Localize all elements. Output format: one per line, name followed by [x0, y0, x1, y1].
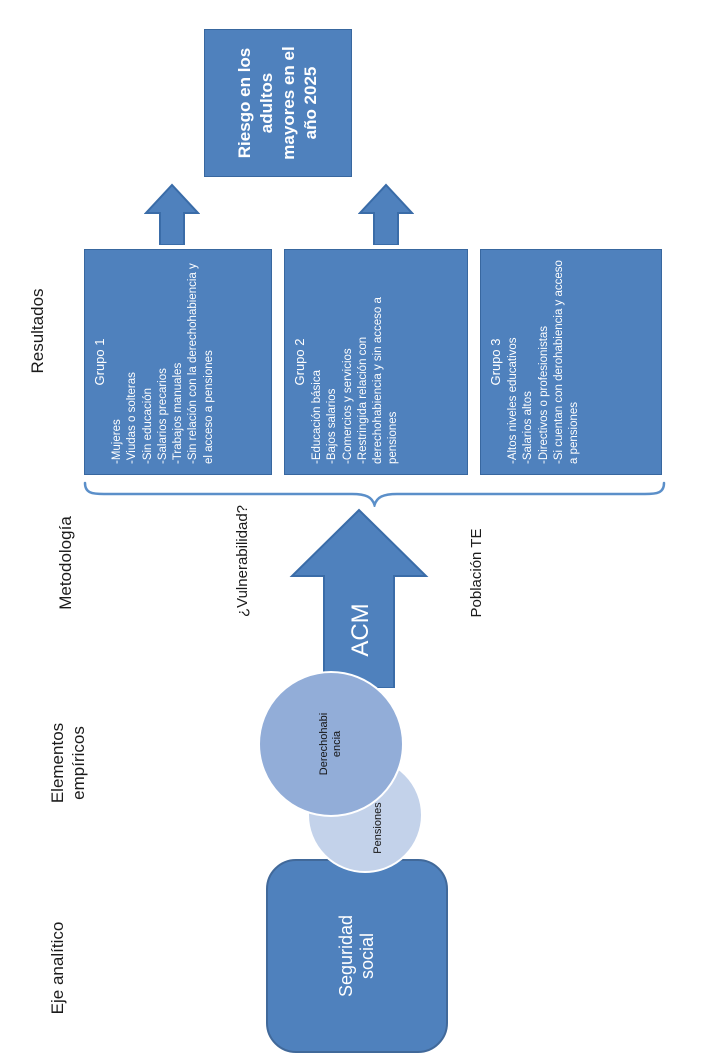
grupo-3-items: -Altos niveles educativos -Salarios alto…: [507, 260, 581, 464]
header-resultados: Resultados: [28, 288, 47, 374]
grupo-3-box: Grupo 3 -Altos niveles educativos -Salar…: [480, 249, 662, 475]
venn-label-pensiones: Pensiones: [372, 802, 384, 854]
grupo-2-title: Grupo 2: [292, 338, 307, 386]
poblacion-te-label: Población TE: [468, 528, 485, 618]
grupo-2-items: -Educación básica -Bajos salarios -Comer…: [311, 297, 400, 464]
arrow-grupo2-shape: [358, 183, 414, 245]
grupo-3-title: Grupo 3: [488, 338, 503, 386]
arrow-grupo1-to-riesgo: [144, 183, 200, 245]
seguridad-social-label: Seguridad social: [336, 914, 377, 998]
acm-arrow-shape: [289, 508, 429, 688]
grupo-2-box: Grupo 2 -Educación básica -Bajos salario…: [284, 249, 468, 475]
acm-arrow: ACM: [289, 508, 429, 688]
venn-label-derechohabiencia: Derechohabi encia: [317, 712, 343, 776]
riesgo-box-label: Riesgo en los adultos mayores en el año …: [234, 46, 321, 160]
curly-brace: [83, 481, 666, 507]
grupo-1-title: Grupo 1: [92, 338, 107, 386]
seguridad-social-box: Seguridad social: [266, 859, 448, 1053]
curly-brace-path: [83, 481, 666, 507]
grupo-1-items: -Mujeres -Viudas o solteras -Sin educaci…: [111, 263, 215, 464]
arrow-grupo2-to-riesgo: [358, 183, 414, 245]
header-metodologia: Metodología: [56, 516, 75, 610]
arrow-grupo1-shape: [144, 183, 200, 245]
header-eje-analitico: Eje analítico: [48, 921, 67, 1015]
riesgo-box: Riesgo en los adultos mayores en el año …: [204, 29, 352, 177]
grupo-1-box: Grupo 1 -Mujeres -Viudas o solteras -Sin…: [84, 249, 272, 475]
acm-arrow-label: ACM: [347, 603, 374, 656]
header-elementos-empiricos: Elementos empíricos: [48, 722, 88, 804]
